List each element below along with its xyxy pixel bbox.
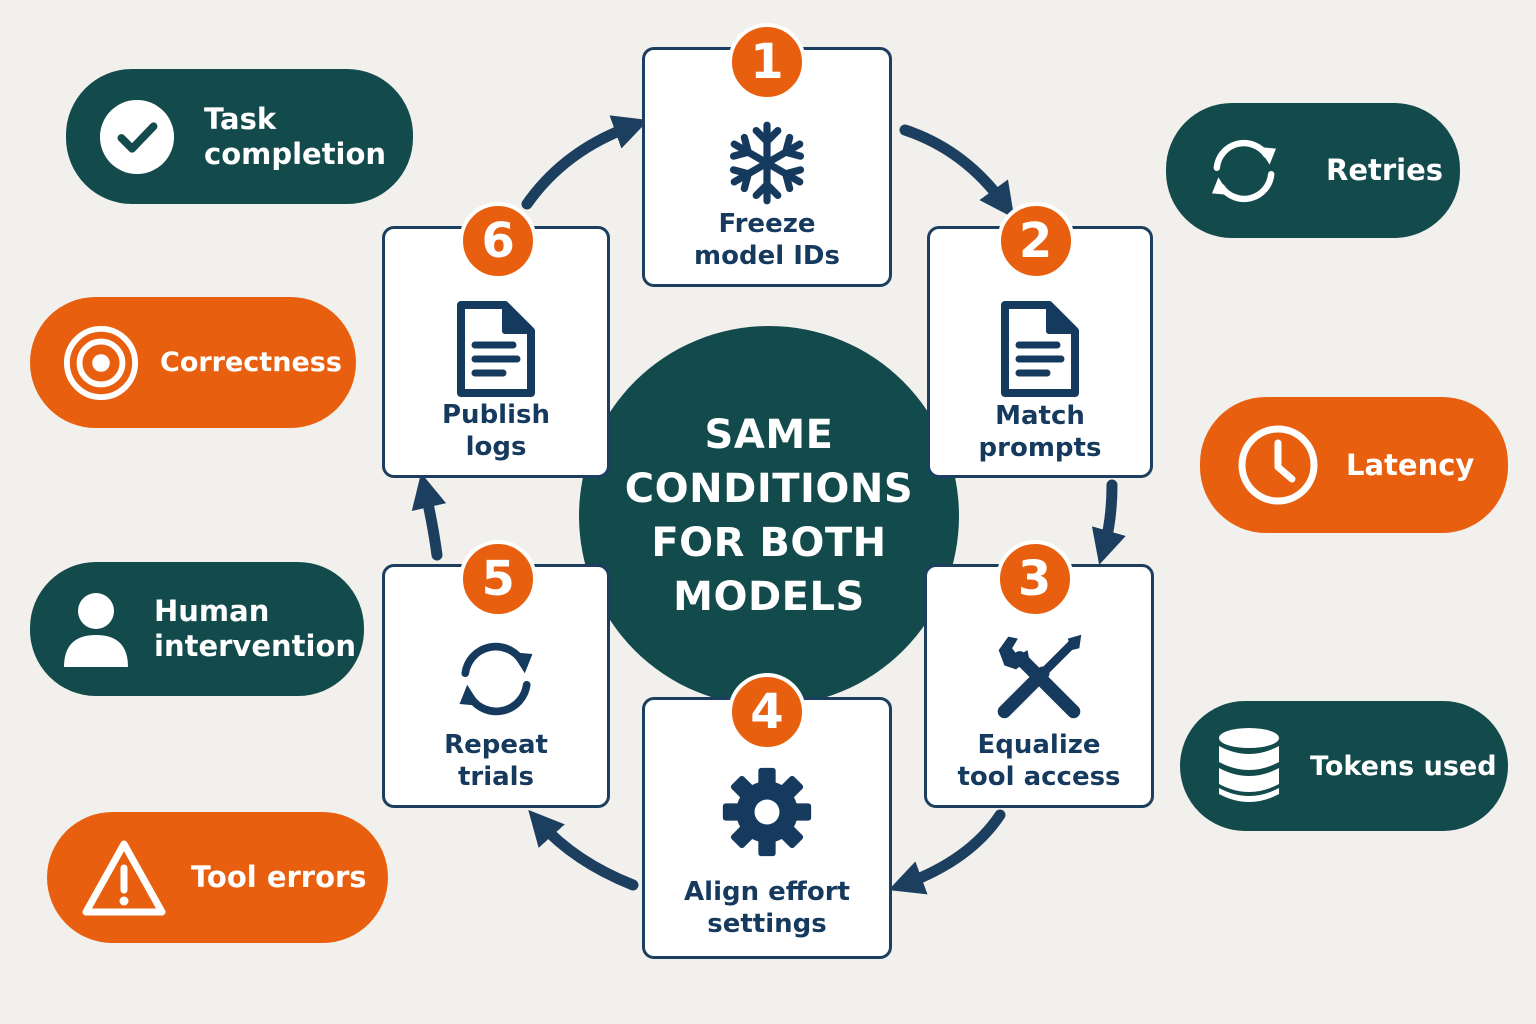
warning-icon bbox=[82, 840, 166, 915]
step-5-number: 5 bbox=[459, 540, 538, 618]
target-icon bbox=[63, 325, 139, 400]
metric-label: Tokens used bbox=[1310, 750, 1497, 782]
step-3-number: 3 bbox=[995, 540, 1074, 618]
metric-label: Human intervention bbox=[154, 594, 357, 663]
metric-retries: Retries bbox=[1166, 103, 1460, 238]
arrow-step6-to-step1 bbox=[521, 115, 649, 210]
step-6-number: 6 bbox=[459, 202, 538, 280]
step-1-number: 1 bbox=[728, 23, 806, 101]
step-2-number: 2 bbox=[996, 202, 1075, 280]
step-3-card: 3 Equalize tool access bbox=[924, 540, 1154, 808]
database-icon bbox=[1219, 728, 1279, 802]
step-3-label: Equalize tool access bbox=[957, 730, 1121, 792]
arrow-step1-to-step2 bbox=[899, 124, 1015, 219]
metric-tokens-used: Tokens used bbox=[1180, 701, 1508, 831]
metric-task-completion: Task completion bbox=[66, 69, 413, 204]
refresh-icon bbox=[459, 642, 533, 716]
document-icon bbox=[457, 301, 535, 397]
center-title: SAME CONDITIONS FOR BOTH MODELS bbox=[624, 412, 914, 620]
step-4-label: Align effort settings bbox=[684, 877, 850, 939]
metric-latency: Latency bbox=[1200, 397, 1508, 533]
gear-icon bbox=[722, 767, 812, 857]
arrow-step5-to-step6 bbox=[411, 472, 447, 561]
user-icon bbox=[64, 593, 128, 667]
step-6-card: 6 Publish logs bbox=[382, 202, 610, 478]
metric-correctness: Correctness bbox=[30, 297, 356, 428]
metric-human-intervention: Human intervention bbox=[30, 562, 364, 696]
document-icon bbox=[1001, 301, 1079, 397]
metric-label: Retries bbox=[1326, 153, 1444, 187]
snowflake-icon bbox=[722, 121, 812, 208]
step-5-label: Repeat trials bbox=[444, 730, 548, 792]
step-4-card: 4 Align effort settings bbox=[642, 673, 892, 959]
step-1-card: 1 Freeze model IDs bbox=[642, 23, 892, 287]
check-circle-icon bbox=[99, 99, 175, 174]
step-4-number: 4 bbox=[728, 673, 806, 751]
step-2-card: 2 Match prompts bbox=[927, 202, 1153, 478]
wrench-screwdriver-icon bbox=[997, 634, 1082, 719]
arrow-step4-to-step5 bbox=[528, 809, 639, 891]
metric-tool-errors: Tool errors bbox=[47, 812, 388, 943]
metric-label: Tool errors bbox=[191, 860, 367, 894]
step-6-label: Publish logs bbox=[442, 400, 550, 462]
center-circle: SAME CONDITIONS FOR BOTH MODELS bbox=[579, 326, 959, 706]
arrow-step2-to-step3 bbox=[1091, 479, 1126, 565]
step-1-label: Freeze model IDs bbox=[694, 209, 840, 271]
metric-label: Correctness bbox=[160, 347, 342, 378]
arrow-step3-to-step4 bbox=[888, 809, 1006, 895]
clock-icon bbox=[1238, 425, 1318, 505]
step-2-label: Match prompts bbox=[978, 401, 1102, 463]
refresh-icon bbox=[1212, 139, 1276, 202]
metric-label: Task completion bbox=[204, 101, 387, 171]
metric-label: Latency bbox=[1346, 447, 1475, 482]
step-5-card: 5 Repeat trials bbox=[382, 540, 610, 808]
